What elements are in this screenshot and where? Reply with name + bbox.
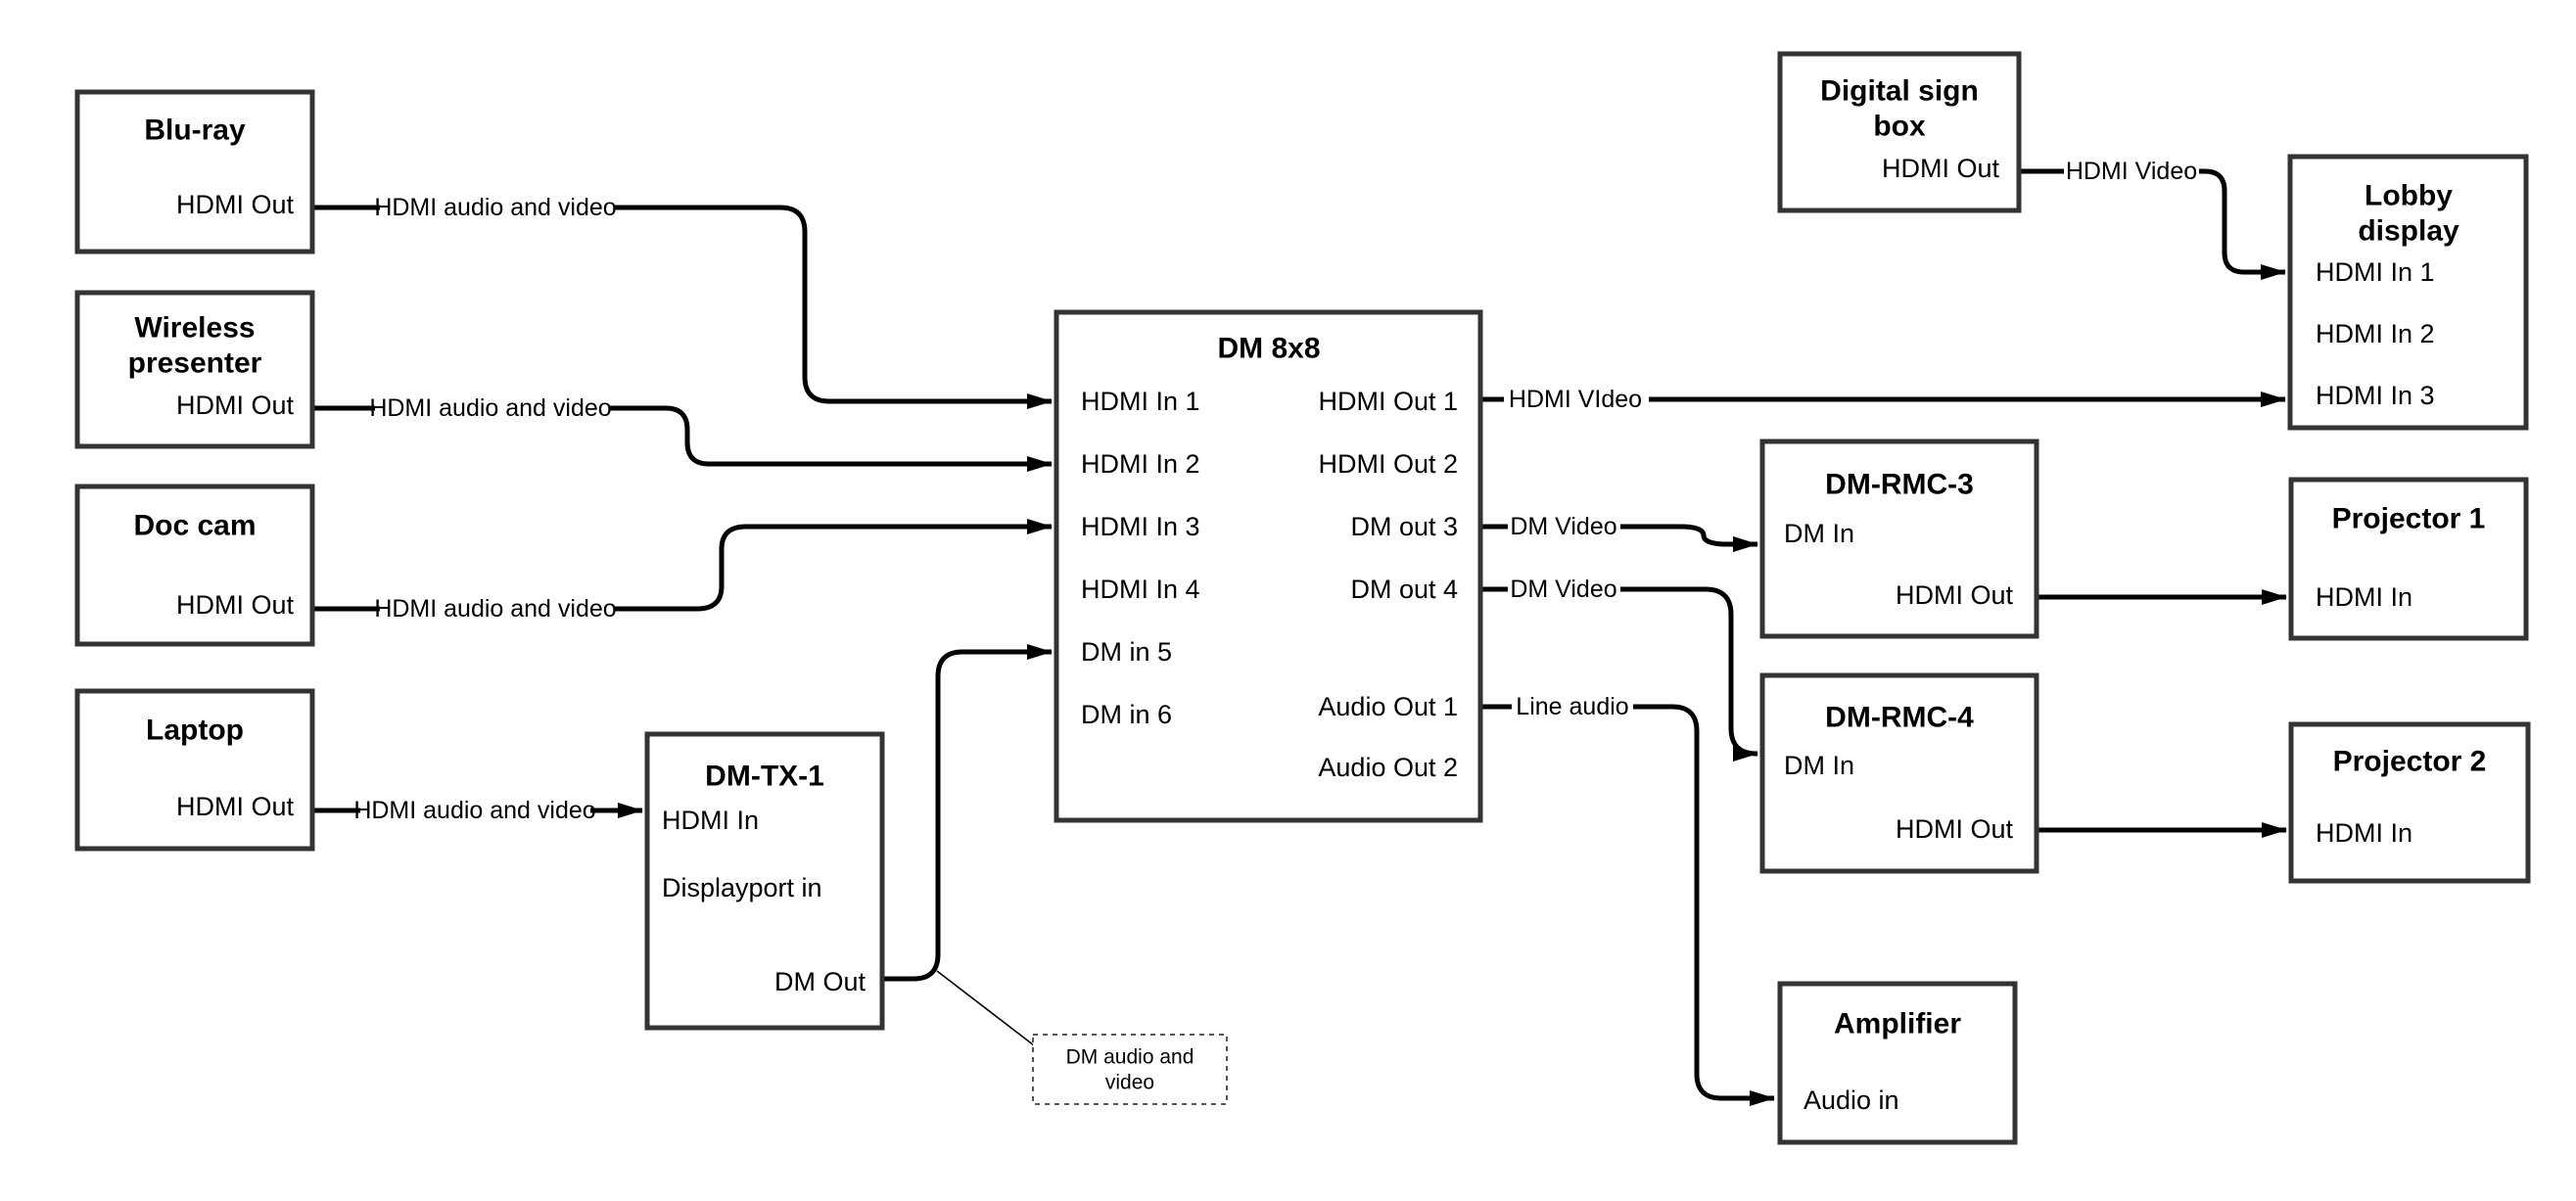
dm-8x8-port-dm-in-6: DM in 6 (1081, 700, 1172, 729)
node-laptop: Laptop HDMI Out (74, 688, 315, 852)
wireless-presenter-port-hdmi-out: HDMI Out (176, 391, 295, 420)
dm-rmc-3-box (1759, 439, 2039, 639)
wire-wireless-to-dm8x8-in2 (609, 405, 1053, 472)
node-lobby-display: Lobby display HDMI In 1 HDMI In 2 HDMI I… (2287, 154, 2529, 431)
wireless-presenter-title-line1: Wireless (134, 312, 255, 345)
wire-label-dm-video-out3: DM Video (1510, 513, 1616, 540)
lobby-display-port-hdmi-in-3: HDMI In 3 (2316, 381, 2435, 410)
wire-digitalsign-to-lobby-in1 (2199, 168, 2286, 280)
amplifier-title: Amplifier (1834, 1008, 1961, 1040)
wire-label-laptop: HDMI audio and video (353, 797, 595, 824)
dm-rmc-4-port-hdmi-out: HDMI Out (1896, 814, 2014, 844)
callout-text-line1: DM audio and (1066, 1046, 1194, 1069)
dm-8x8-title: DM 8x8 (1217, 333, 1320, 365)
node-projector-2: Projector 2 HDMI In (2288, 721, 2531, 884)
dm-tx-1-port-dm-out: DM Out (774, 967, 866, 996)
amplifier-box (1777, 981, 2018, 1145)
bluray-port-hdmi-out: HDMI Out (176, 190, 295, 219)
dm-rmc-3-title: DM-RMC-3 (1825, 469, 1974, 501)
dm-rmc-3-port-dm-in: DM In (1784, 519, 1854, 548)
callout-leader-line (936, 970, 1035, 1046)
node-bluray: Blu-ray HDMI Out (74, 89, 315, 254)
node-doc-cam: Doc cam HDMI Out (74, 484, 315, 647)
lobby-display-port-hdmi-in-1: HDMI In 1 (2316, 257, 2435, 287)
dm-rmc-3-port-hdmi-out: HDMI Out (1896, 580, 2014, 610)
wire-dm8x8-out4-to-dmrmc4 (1620, 586, 1758, 762)
lobby-display-port-hdmi-in-2: HDMI In 2 (2316, 319, 2435, 348)
dm-8x8-port-hdmi-in-1: HDMI In 1 (1081, 387, 1200, 416)
laptop-port-hdmi-out: HDMI Out (176, 792, 295, 821)
projector-2-box (2288, 721, 2531, 884)
dm-8x8-port-hdmi-in-4: HDMI In 4 (1081, 575, 1200, 604)
bluray-title: Blu-ray (144, 115, 246, 147)
wire-doccam-to-dm8x8-in3 (614, 519, 1053, 612)
dm-8x8-port-hdmi-out-2: HDMI Out 2 (1318, 449, 1458, 479)
dm-tx-1-box (644, 731, 885, 1031)
digital-sign-title-line2: box (1873, 111, 1926, 143)
digital-sign-port-hdmi-out: HDMI Out (1882, 154, 2000, 183)
dm-8x8-port-hdmi-out-1: HDMI Out 1 (1318, 387, 1458, 416)
dm-8x8-port-hdmi-in-3: HDMI In 3 (1081, 512, 1200, 541)
dm-tx-1-port-displayport-in: Displayport in (662, 873, 822, 902)
wire-label-line-audio: Line audio (1516, 693, 1628, 720)
dm-tx-1-port-hdmi-in: HDMI In (662, 806, 759, 835)
dm-8x8-port-dm-in-5: DM in 5 (1081, 637, 1172, 667)
dm-8x8-port-dm-out-3: DM out 3 (1350, 512, 1458, 541)
dm-rmc-4-box (1759, 672, 2039, 874)
wire-dmtx1-to-dm8x8-in5 (882, 644, 1053, 982)
projector-1-box (2288, 477, 2529, 641)
node-dm-tx-1: DM-TX-1 HDMI In Displayport in DM Out (644, 731, 885, 1031)
node-wireless-presenter: Wireless presenter HDMI Out (74, 290, 315, 449)
doc-cam-title: Doc cam (133, 510, 256, 542)
projector-2-title: Projector 2 (2333, 746, 2487, 778)
wire-label-hdmi-video-sign: HDMI Video (2066, 158, 2197, 185)
node-dm-8x8: DM 8x8 HDMI In 1 HDMI In 2 HDMI In 3 HDM… (1054, 309, 1483, 823)
doc-cam-box (74, 484, 315, 647)
wireless-presenter-box (74, 290, 315, 449)
wire-dm8x8-out3-to-dmrmc3 (1620, 524, 1758, 552)
dm-8x8-port-dm-out-4: DM out 4 (1350, 575, 1458, 604)
digital-sign-title-line1: Digital sign (1820, 75, 1979, 108)
lobby-display-title-line1: Lobby (2365, 180, 2453, 212)
wire-label-hdmi-video-out1: HDMI VIdeo (1509, 386, 1642, 413)
wire-dm8x8-audio1-to-amplifier (1633, 704, 1775, 1106)
laptop-title: Laptop (146, 715, 244, 747)
dm-8x8-port-hdmi-in-2: HDMI In 2 (1081, 449, 1200, 479)
bluray-box (74, 89, 315, 254)
node-projector-1: Projector 1 HDMI In (2288, 477, 2529, 641)
wire-label-wireless: HDMI audio and video (369, 394, 611, 422)
doc-cam-port-hdmi-out: HDMI Out (176, 590, 295, 620)
lobby-display-box (2287, 154, 2529, 431)
wire-label-dm-video-out4: DM Video (1510, 576, 1616, 603)
wireless-presenter-title-line2: presenter (128, 347, 262, 380)
node-digital-sign-box: Digital sign box HDMI Out (1777, 51, 2022, 213)
lobby-display-title-line2: display (2358, 215, 2459, 248)
dm-tx-1-title: DM-TX-1 (705, 761, 824, 793)
digital-sign-box (1777, 51, 2022, 213)
callout-text-line2: video (1105, 1072, 1154, 1094)
projector-1-title: Projector 1 (2332, 503, 2486, 535)
laptop-box (74, 688, 315, 852)
wire-bluray-to-dm8x8-in1 (615, 205, 1053, 409)
dm-8x8-port-audio-out-2: Audio Out 2 (1318, 753, 1458, 782)
wire-label-bluray: HDMI audio and video (374, 194, 616, 221)
node-dm-rmc-4: DM-RMC-4 DM In HDMI Out (1759, 672, 2039, 874)
dm-8x8-box (1054, 309, 1483, 823)
dm-8x8-port-audio-out-1: Audio Out 1 (1318, 692, 1458, 721)
callout-dm-audio-and-video: DM audio and video (1032, 1034, 1228, 1105)
node-dm-rmc-3: DM-RMC-3 DM In HDMI Out (1759, 439, 2039, 639)
node-amplifier: Amplifier Audio in (1777, 981, 2018, 1145)
projector-2-port-hdmi-in: HDMI In (2316, 818, 2412, 848)
dm-rmc-4-title: DM-RMC-4 (1825, 702, 1974, 734)
amplifier-port-audio-in: Audio in (1803, 1086, 1899, 1115)
dm-rmc-4-port-dm-in: DM In (1784, 751, 1854, 780)
callout-box (1032, 1034, 1228, 1105)
wire-label-doccam: HDMI audio and video (374, 595, 616, 623)
projector-1-port-hdmi-in: HDMI In (2316, 582, 2412, 612)
